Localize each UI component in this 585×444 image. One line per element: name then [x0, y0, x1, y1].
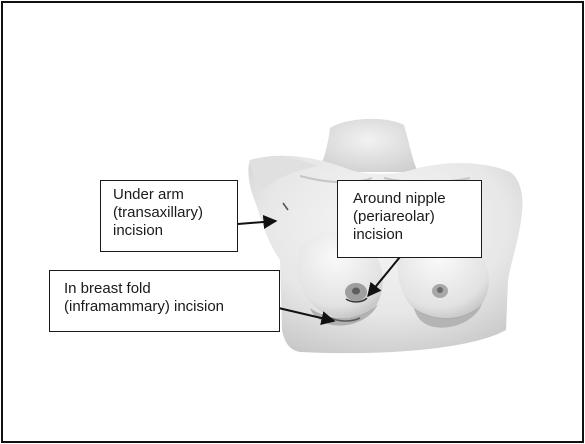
label-periareolar-line-2: (periareolar) — [353, 208, 481, 226]
label-periareolar-line-1: Around nipple — [353, 190, 481, 208]
label-inframammary-line-1: In breast fold — [64, 280, 279, 298]
label-transaxillary-line-1: Under arm — [113, 186, 237, 204]
label-transaxillary-line-3: incision — [113, 222, 237, 240]
left-nipple — [352, 288, 360, 295]
label-inframammary: In breast fold (inframammary) incision — [49, 270, 280, 332]
label-periareolar: Around nipple (periareolar) incision — [337, 180, 482, 258]
label-inframammary-line-2: (inframammary) incision — [64, 298, 279, 316]
label-periareolar-line-3: incision — [353, 226, 481, 244]
label-transaxillary-line-2: (transaxillary) — [113, 204, 237, 222]
label-transaxillary: Under arm (transaxillary) incision — [100, 180, 238, 252]
right-nipple — [437, 287, 443, 293]
